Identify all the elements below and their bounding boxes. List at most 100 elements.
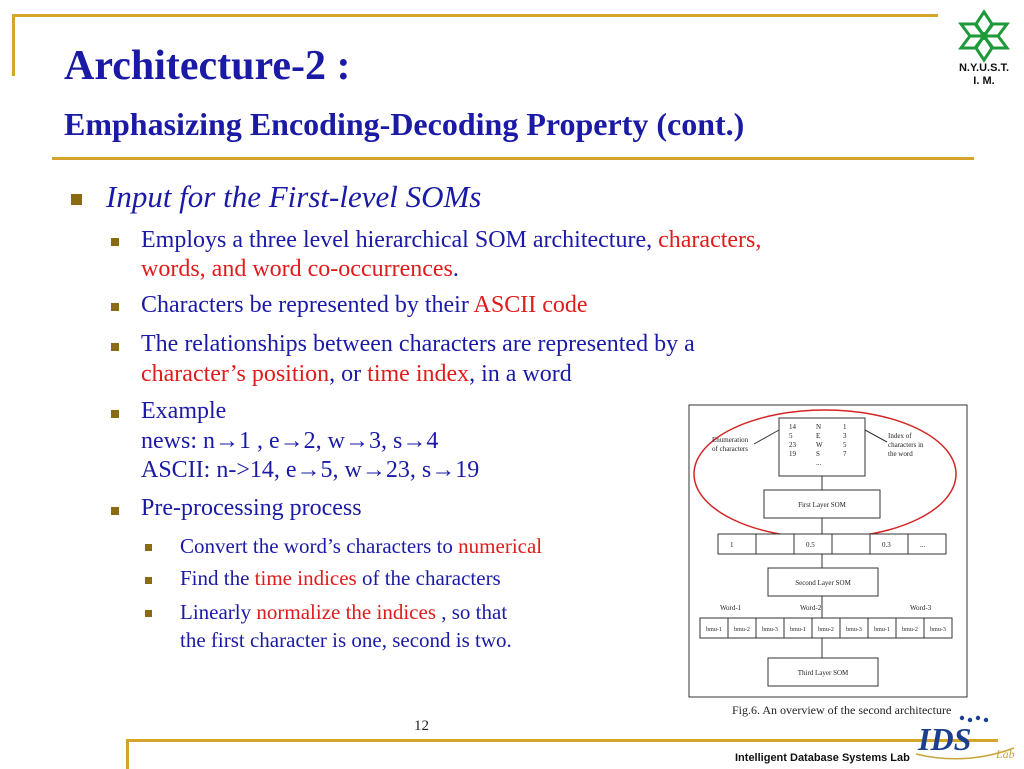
- char-table-cell: 14: [789, 423, 797, 431]
- char-table-cell: W: [816, 441, 823, 449]
- bullet-architecture: Employs a three level hierarchical SOM a…: [141, 227, 761, 254]
- bullet-square-icon: [111, 410, 119, 418]
- bmu-cell-label: bmu-1: [874, 627, 890, 633]
- bmu-cell-label: bmu-2: [734, 627, 750, 633]
- bullet-square-icon: [145, 544, 152, 551]
- vector-cell: [717, 533, 757, 555]
- bullet-square-icon: [145, 610, 152, 617]
- bullet-square-icon: [111, 507, 119, 515]
- enum-label-1: Enumeration: [712, 436, 749, 444]
- enum-pointer: [753, 429, 780, 445]
- sub-bullet-convert: Convert the word’s characters to numeric…: [180, 534, 542, 559]
- char-table-cell: 5: [843, 441, 847, 449]
- bmu-cell-label: bmu-2: [902, 627, 918, 633]
- vector-cell: [755, 533, 795, 555]
- footer-rule: [126, 739, 998, 742]
- char-table: [778, 417, 866, 477]
- highlight-text: numerical: [458, 534, 543, 558]
- char-table-cell: S: [816, 450, 820, 458]
- char-table-cell: 3: [843, 432, 847, 440]
- bullet-text: Convert the word’s characters to: [180, 534, 459, 558]
- bullet-text: Characters be represented by their: [141, 292, 474, 318]
- char-table-cell: ...: [816, 459, 822, 467]
- vector-cell-value: ...: [920, 541, 926, 549]
- highlight-text: normalize the indices: [256, 600, 436, 624]
- highlight-text: character’s position: [141, 361, 330, 387]
- vector-cell: [907, 533, 947, 555]
- ids-lab-logo-icon: IDS Lab: [915, 715, 1015, 761]
- bullet-square-icon: [71, 194, 82, 205]
- bmu-cell: [923, 617, 953, 639]
- char-table-cell: N: [816, 423, 821, 431]
- frame-left-rule: [12, 14, 15, 76]
- word-label-3: Word-3: [910, 604, 932, 612]
- bullet-square-icon: [145, 577, 152, 584]
- bmu-cell-label: bmu-1: [706, 627, 722, 633]
- bullet-relationships-cont: character’s position, or time index, in …: [141, 361, 572, 388]
- vector-cell-value: 0.3: [882, 541, 891, 549]
- logo-caption: N.Y.U.S.T. I. M.: [948, 62, 1020, 88]
- index-label-2: characters in: [888, 441, 924, 449]
- highlight-text: words, and word co-occurrences: [141, 256, 453, 282]
- footer-lab-name: Intelligent Database Systems Lab: [735, 752, 910, 764]
- section-heading: Input for the First-level SOMs: [106, 179, 482, 214]
- highlight-text: characters,: [658, 227, 762, 253]
- example-ascii-mapping: ASCII: n->14, e→5, w→23, s→19: [141, 457, 480, 483]
- footer-left-rule: [126, 739, 129, 769]
- bullet-preprocessing: Pre-processing process: [141, 495, 362, 521]
- char-table-cell: 5: [789, 432, 793, 440]
- highlight-text: ASCII code: [473, 292, 588, 318]
- index-label-3: the word: [888, 450, 913, 458]
- vector-cell-value: 1: [730, 541, 734, 549]
- sub-bullet-time-indices: Find the time indices of the characters: [180, 566, 501, 591]
- bmu-cell-label: bmu-1: [790, 627, 806, 633]
- index-pointer: [864, 429, 888, 443]
- title-underline: [52, 157, 974, 160]
- architecture-figure: Enumeration of characters Index of chara…: [688, 404, 968, 698]
- bmu-cell-label: bmu-2: [818, 627, 834, 633]
- bullet-square-icon: [111, 343, 119, 351]
- second-layer-box: [767, 567, 879, 597]
- slide-subtitle: Emphasizing Encoding-Decoding Property (…: [64, 106, 745, 142]
- figure-caption: Fig.6. An overview of the second archite…: [732, 703, 952, 717]
- bullet-ascii: Characters be represented by their ASCII…: [141, 292, 588, 319]
- word-label-1: Word-1: [720, 604, 742, 612]
- char-table-cell: 23: [789, 441, 797, 449]
- first-layer-label: First Layer SOM: [798, 501, 847, 509]
- highlight-text: time index: [367, 361, 470, 387]
- svg-text:Lab: Lab: [995, 747, 1015, 761]
- char-table-cell: 1: [843, 423, 847, 431]
- first-layer-box: [763, 489, 881, 519]
- nyust-logo-icon: [958, 9, 1010, 63]
- bullet-example: Example: [141, 398, 227, 424]
- third-layer-box: [767, 657, 879, 687]
- bmu-cell-label: bmu-3: [762, 627, 778, 633]
- third-layer-label: Third Layer SOM: [798, 669, 849, 677]
- slide-title: Architecture-2 :: [64, 43, 351, 89]
- bullet-text: Employs a three level hierarchical SOM a…: [141, 227, 659, 253]
- bullet-text: , in a word: [469, 361, 572, 387]
- frame-top-rule: [12, 14, 938, 17]
- index-label-1: Index of: [888, 432, 912, 440]
- bullet-square-icon: [111, 303, 119, 311]
- bmu-cell-label: bmu-3: [930, 627, 946, 633]
- vector-cell: [831, 533, 871, 555]
- enum-label-2: of characters: [712, 445, 748, 453]
- example-news-mapping: news: n→1 , e→2, w→3, s→4: [141, 428, 439, 454]
- bullet-text: , or: [329, 361, 368, 387]
- bullet-text: of the characters: [356, 566, 501, 590]
- bmu-cell-label: bmu-3: [846, 627, 862, 633]
- bullet-architecture-cont: words, and word co-occurrences.: [141, 256, 459, 283]
- char-table-cell: E: [816, 432, 820, 440]
- sub-bullet-normalize: Linearly normalize the indices , so that: [180, 600, 507, 625]
- bullet-text: , so that: [436, 600, 508, 624]
- page-number: 12: [414, 718, 429, 734]
- bullet-text: .: [452, 256, 459, 282]
- sub-bullet-normalize-cont: the first character is one, second is tw…: [180, 628, 512, 652]
- char-table-cell: 19: [789, 450, 797, 458]
- bullet-square-icon: [111, 238, 119, 246]
- bullet-text: Linearly: [180, 600, 257, 624]
- second-layer-label: Second Layer SOM: [795, 579, 851, 587]
- char-table-cell: 7: [843, 450, 847, 458]
- highlight-text: time indices: [254, 566, 357, 590]
